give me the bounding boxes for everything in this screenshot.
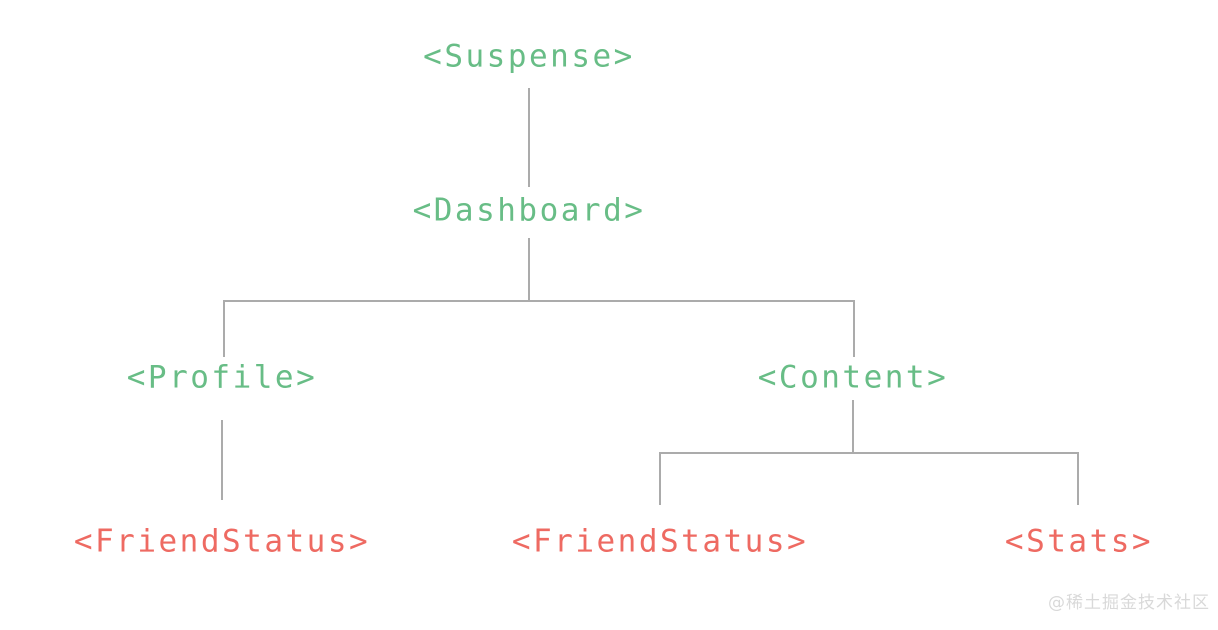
edge-drop-to-friendstatus-2 — [659, 452, 661, 505]
tree-node-stats: <Stats> — [1004, 523, 1154, 560]
tree-node-dashboard: <Dashboard> — [412, 192, 646, 229]
edge-profile-friendstatus — [221, 420, 223, 500]
connector-dashboard-children — [223, 300, 855, 302]
edge-suspense-dashboard — [528, 88, 530, 187]
edge-drop-to-stats — [1077, 452, 1079, 505]
tree-node-content: <Content> — [757, 359, 949, 396]
tree-node-friendstatus-2: <FriendStatus> — [511, 523, 809, 560]
tree-node-suspense: <Suspense> — [423, 38, 635, 75]
tree-node-profile: <Profile> — [126, 359, 318, 396]
connector-content-children — [659, 452, 1079, 454]
tree-node-friendstatus-1: <FriendStatus> — [73, 523, 371, 560]
watermark-text: @稀土掘金技术社区 — [1048, 593, 1210, 613]
edge-content-children-stem — [852, 400, 854, 454]
edge-drop-to-content — [853, 300, 855, 357]
edge-drop-to-profile — [223, 300, 225, 357]
edge-dashboard-children-stem — [528, 238, 530, 302]
